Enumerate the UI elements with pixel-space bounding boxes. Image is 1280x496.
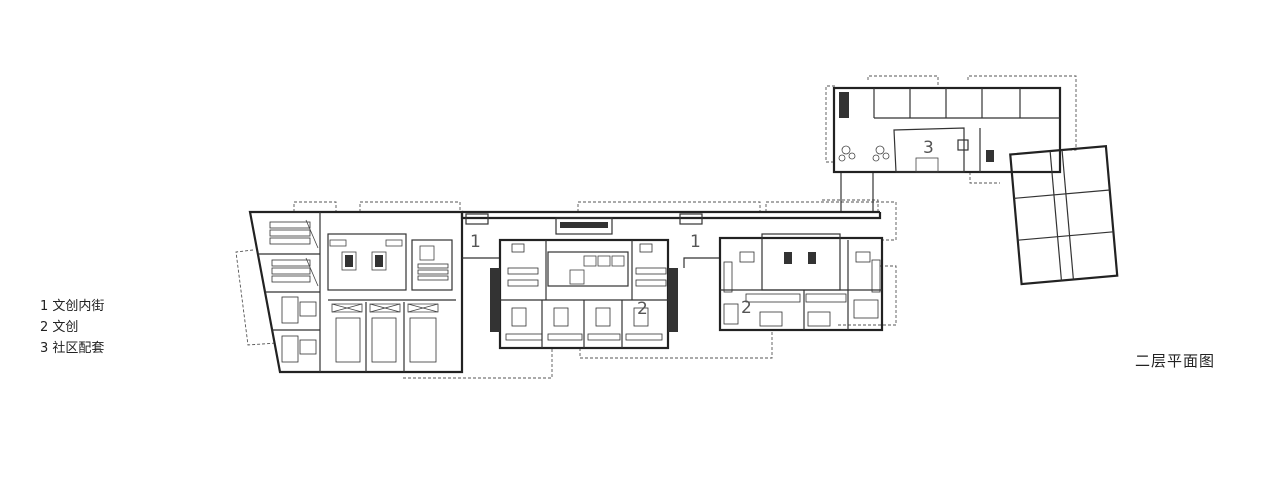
drawing-title: 二层平面图 <box>1135 352 1216 370</box>
left-block-classrooms <box>248 210 464 374</box>
zone-label-3: 3 <box>923 138 934 158</box>
zone-label-1-left: 1 <box>470 232 481 252</box>
zone-label-2-right: 2 <box>741 298 752 318</box>
zone-label-2-center: 2 <box>637 299 648 319</box>
legend: 1 文创内街 2 文创 3 社区配套 <box>40 296 104 359</box>
top-block-community <box>832 86 1062 174</box>
dashed-outlines <box>235 75 1077 379</box>
center-block <box>490 238 678 350</box>
legend-item-1: 1 文创内街 <box>40 299 105 314</box>
legend-item-2: 2 文创 <box>40 320 79 335</box>
rotated-block <box>1009 144 1119 286</box>
legend-item-3: 3 社区配套 <box>40 341 105 356</box>
zone-label-1-right: 1 <box>690 232 701 252</box>
bridge-columns <box>840 172 874 212</box>
right-block <box>718 233 884 332</box>
